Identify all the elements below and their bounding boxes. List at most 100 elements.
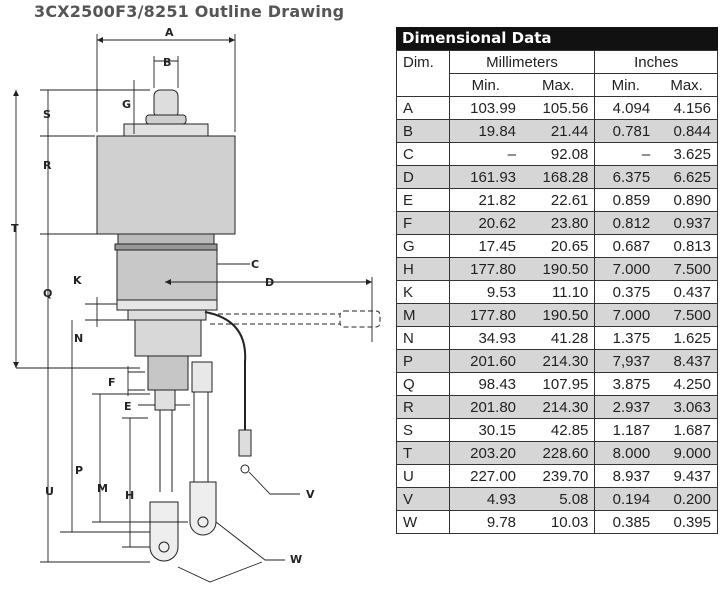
cell-in-min: –	[594, 142, 657, 166]
stem-housing	[134, 319, 202, 357]
cell-in-max: 9.437	[656, 464, 719, 488]
lower-flange	[127, 309, 207, 321]
cell-mm-max: 105.56	[522, 96, 596, 120]
cell-in-min: 0.859	[594, 188, 657, 212]
label-a: A	[165, 26, 174, 39]
label-q: Q	[43, 287, 52, 300]
cell-dim: K	[396, 280, 450, 304]
cell-dim: G	[396, 234, 450, 258]
cell-dim: N	[396, 326, 450, 350]
cell-mm-min: –	[448, 142, 523, 166]
cell-in-min: 7.000	[594, 257, 657, 281]
table-caption: Dimensional Data	[396, 27, 718, 50]
lead-right-sleeve	[191, 361, 213, 393]
cell-mm-min: 201.60	[448, 349, 523, 373]
cell-dim: E	[396, 188, 450, 212]
cell-mm-max: 42.85	[522, 418, 596, 442]
cell-in-min: 0.375	[594, 280, 657, 304]
cell-in-max: 6.625	[656, 165, 719, 189]
cell-mm-max: 11.10	[522, 280, 596, 304]
cell-mm-min: 20.62	[448, 211, 523, 235]
ring-band	[114, 243, 218, 251]
cell-dim: M	[396, 303, 450, 327]
cell-in-min: 0.194	[594, 487, 657, 511]
cell-in-min: 0.812	[594, 211, 657, 235]
header-in-min: Min.	[594, 73, 657, 97]
cell-dim: S	[396, 418, 450, 442]
label-p: P	[75, 464, 83, 477]
cell-dim: B	[396, 119, 450, 143]
cell-mm-max: 5.08	[522, 487, 596, 511]
cell-dim: H	[396, 257, 450, 281]
cell-mm-min: 98.43	[448, 372, 523, 396]
cell-mm-max: 168.28	[522, 165, 596, 189]
cell-mm-min: 4.93	[448, 487, 523, 511]
cell-in-max: 0.395	[656, 510, 719, 534]
cell-mm-min: 203.20	[448, 441, 523, 465]
label-c: C	[251, 258, 259, 271]
header-mm-min: Min.	[448, 73, 523, 97]
terminal-collar	[145, 114, 187, 125]
top-terminal	[153, 89, 179, 119]
cell-mm-min: 9.53	[448, 280, 523, 304]
cell-in-max: 8.437	[656, 349, 719, 373]
cell-mm-max: 214.30	[522, 349, 596, 373]
outline-drawing-svg: A B G S R T C D K Q N F E P M H U V W	[11, 26, 381, 583]
stem-tip	[154, 389, 176, 411]
label-t: T	[11, 222, 19, 235]
cell-in-max: 4.156	[656, 96, 719, 120]
cell-mm-max: 41.28	[522, 326, 596, 350]
cell-in-min: 0.781	[594, 119, 657, 143]
label-g: G	[122, 98, 131, 111]
cell-in-min: 8.000	[594, 441, 657, 465]
header-millimeters: Millimeters	[448, 50, 596, 74]
cell-mm-max: 190.50	[522, 303, 596, 327]
cell-dim: V	[396, 487, 450, 511]
cell-dim: P	[396, 349, 450, 373]
cell-in-max: 0.890	[656, 188, 719, 212]
label-d: D	[265, 276, 274, 289]
cell-dim: W	[396, 510, 450, 534]
cell-mm-min: 30.15	[448, 418, 523, 442]
cell-in-min: 1.187	[594, 418, 657, 442]
terminal-base	[123, 123, 209, 137]
lug-left-hole	[158, 541, 170, 553]
cell-in-min: 4.094	[594, 96, 657, 120]
cell-mm-max: 228.60	[522, 441, 596, 465]
label-v: V	[306, 488, 315, 501]
cell-mm-max: 92.08	[522, 142, 596, 166]
cell-mm-min: 177.80	[448, 303, 523, 327]
label-b: B	[163, 56, 171, 69]
label-e: E	[124, 400, 132, 413]
cell-mm-min: 177.80	[448, 257, 523, 281]
cell-in-max: 4.250	[656, 372, 719, 396]
cell-mm-max: 239.70	[522, 464, 596, 488]
cell-in-max: 3.063	[656, 395, 719, 419]
header-mm-max: Max.	[522, 73, 596, 97]
label-h: H	[125, 489, 134, 502]
side-wire-eyelet	[240, 464, 250, 474]
cell-mm-max: 107.95	[522, 372, 596, 396]
cell-mm-min: 103.99	[448, 96, 523, 120]
cell-mm-min: 201.80	[448, 395, 523, 419]
cell-in-max: 0.813	[656, 234, 719, 258]
label-w: W	[290, 553, 302, 566]
cell-mm-min: 19.84	[448, 119, 523, 143]
cell-in-max: 0.937	[656, 211, 719, 235]
cell-mm-min: 34.93	[448, 326, 523, 350]
cell-mm-max: 21.44	[522, 119, 596, 143]
cell-mm-min: 9.78	[448, 510, 523, 534]
cell-in-max: 1.687	[656, 418, 719, 442]
lug-left	[149, 501, 179, 562]
